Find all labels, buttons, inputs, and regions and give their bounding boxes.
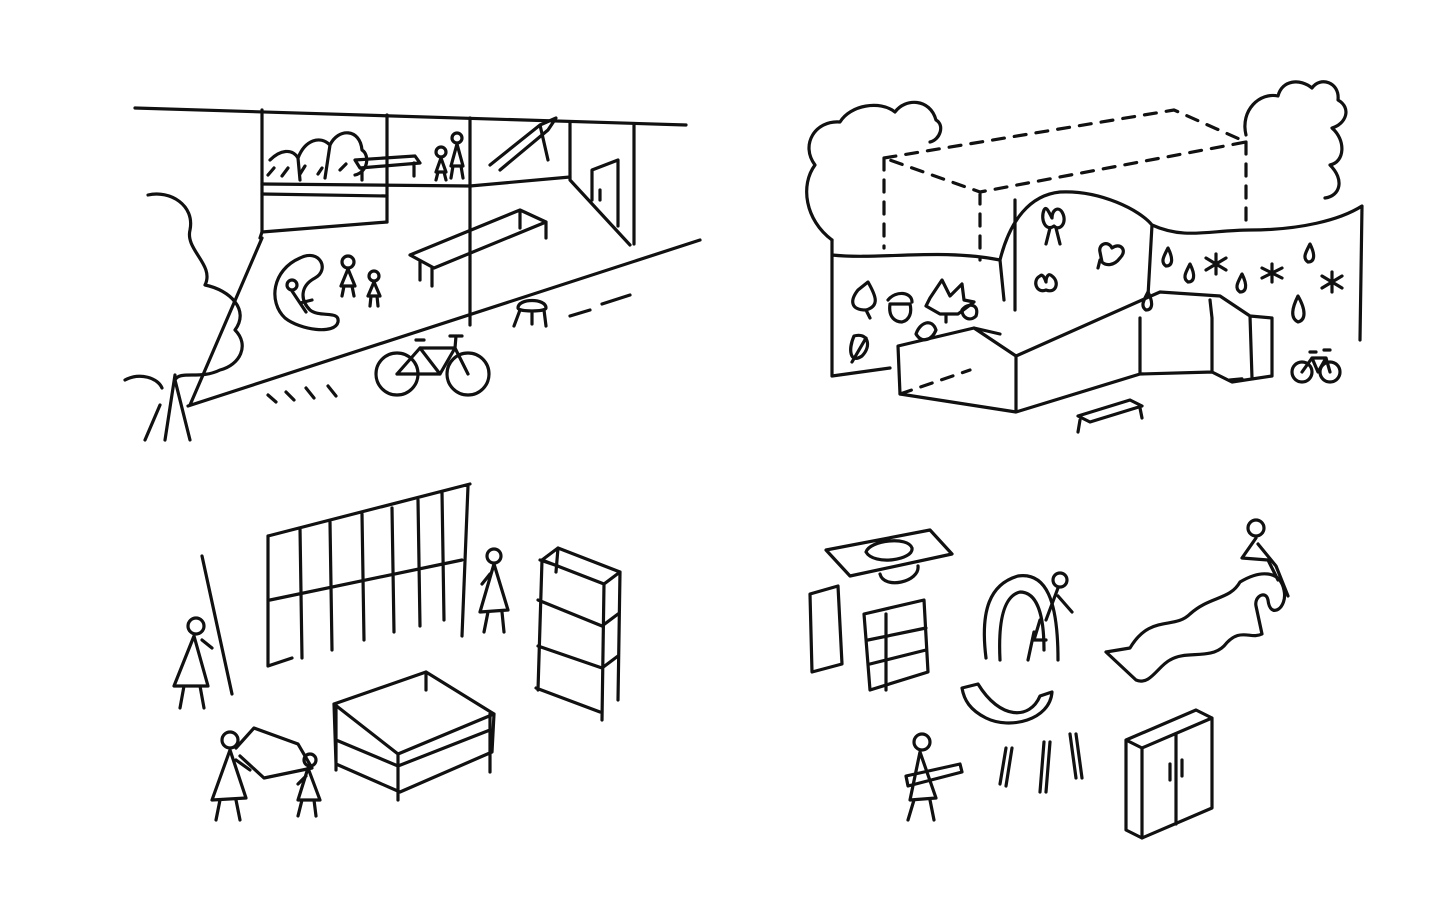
- rocker-icon: [960, 682, 1054, 725]
- plank-icon: [1038, 740, 1052, 794]
- roof-line: [133, 106, 688, 127]
- adult-figure-icon: [210, 730, 252, 822]
- pebble-shape-icon: [273, 254, 340, 332]
- panel-storefront: [123, 106, 702, 442]
- child-figure-icon: [366, 269, 382, 308]
- door-icon: [590, 158, 620, 228]
- tree-icon: [143, 192, 244, 442]
- low-building: [896, 290, 1274, 414]
- bench-icon: [353, 154, 422, 182]
- dashed-volume-icon: [882, 108, 1248, 262]
- slim-panel: [808, 584, 844, 674]
- cloud-icon: [1243, 80, 1348, 200]
- wavy-wall: [830, 190, 1364, 378]
- mirror-icon: [824, 528, 954, 585]
- panel-components: [808, 518, 1290, 840]
- street-dash: [266, 384, 338, 404]
- butterfly-icon: [1034, 273, 1058, 293]
- leaf-icon: [924, 278, 976, 324]
- interior-floor-line: [260, 175, 572, 188]
- street-dash: [568, 293, 632, 318]
- child-figure-icon: [449, 131, 465, 180]
- facade-diagonal-left: [188, 236, 264, 407]
- street-line: [186, 238, 702, 408]
- shelf-icon: [534, 546, 622, 722]
- star-icon: [1204, 252, 1228, 276]
- butterfly-icon: [1041, 206, 1066, 246]
- rolled-mat-icon: [1104, 572, 1287, 683]
- raindrop-icon: [1303, 242, 1316, 264]
- child-figure-icon: [285, 278, 314, 314]
- raindrop-icon: [1235, 272, 1248, 294]
- raindrop-icon: [1183, 262, 1196, 284]
- bench-icon: [408, 208, 548, 288]
- panel-building-wall: [805, 80, 1364, 434]
- leaf-icon: [849, 333, 870, 364]
- wardrobe-icon: [1124, 708, 1214, 840]
- figure-icon: [1026, 571, 1074, 662]
- leaf-icon: [851, 280, 877, 320]
- bicycle-icon: [1290, 348, 1342, 384]
- window-sill-upper: [260, 192, 389, 198]
- butterfly-icon: [1098, 242, 1125, 267]
- figure-icon: [904, 732, 964, 822]
- adult-figure-icon: [172, 616, 214, 710]
- low-building-hidden-edge: [898, 368, 1252, 396]
- facade-left-edge: [258, 108, 264, 240]
- interior-floor-edge: [568, 120, 632, 247]
- bench-icon: [1076, 398, 1144, 434]
- slide-icon: [488, 116, 558, 172]
- child-figure-icon: [339, 254, 357, 298]
- adult-figure-icon: [478, 547, 510, 634]
- grid-panel-icon: [266, 482, 472, 668]
- star-icon: [1320, 270, 1344, 294]
- raindrop-icon: [1291, 294, 1306, 324]
- star-icon: [1260, 262, 1284, 284]
- butterfly-icon: [1096, 258, 1102, 270]
- child-figure-icon: [296, 752, 322, 818]
- cabinet-icon: [862, 598, 930, 692]
- leaning-board: [200, 554, 234, 696]
- stool-icon: [512, 298, 548, 328]
- grass-mark: [266, 162, 348, 178]
- plank-icon: [998, 746, 1014, 788]
- acorn-icon: [886, 291, 914, 324]
- table-icon: [332, 670, 496, 802]
- child-figure-icon: [434, 145, 448, 182]
- tree-icon: [268, 131, 369, 182]
- leaf-icon: [960, 303, 979, 321]
- bicycle-icon: [374, 334, 491, 397]
- panel-furniture-building: [172, 482, 622, 822]
- plank-icon: [1068, 732, 1084, 780]
- cloud-icon: [805, 100, 943, 242]
- figure-icon: [1240, 518, 1290, 598]
- raindrop-icon: [1161, 246, 1174, 268]
- carried-sheet: [234, 726, 314, 780]
- arch-icon: [982, 574, 1060, 662]
- window-sill-mid: [260, 220, 389, 234]
- tree-canopy: [123, 374, 164, 390]
